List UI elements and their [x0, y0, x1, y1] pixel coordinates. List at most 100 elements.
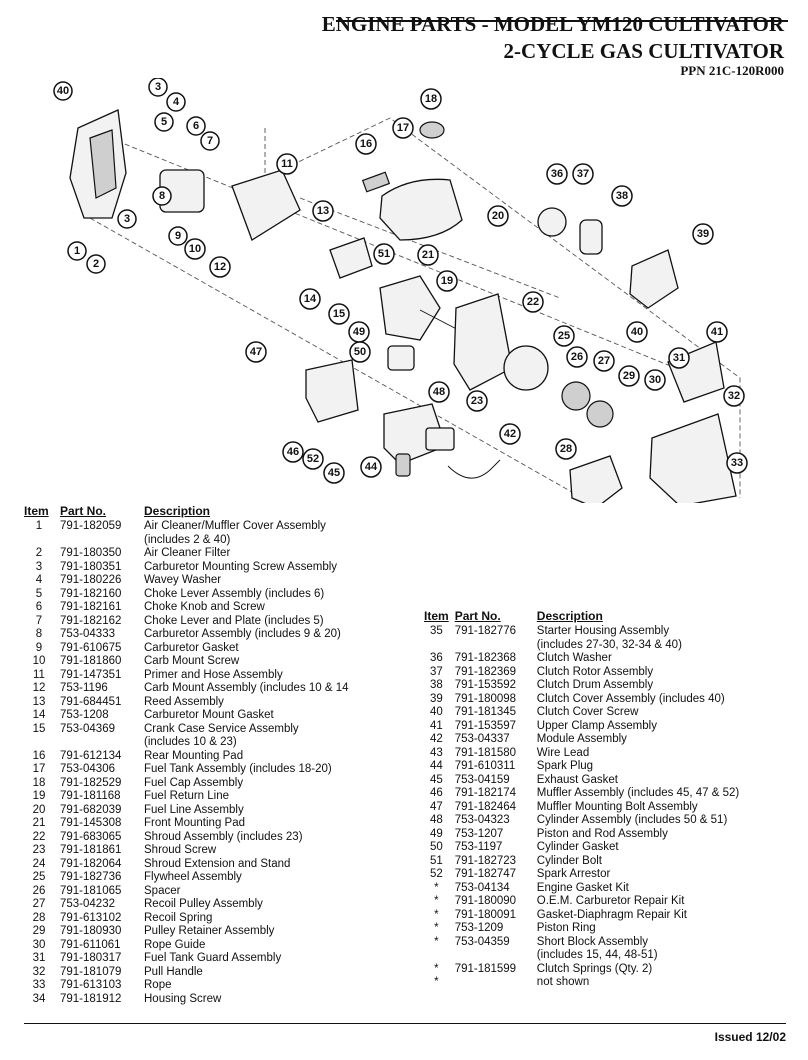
part-description-continued: (includes 15, 44, 48-51) [536, 949, 658, 961]
issued-date: Issued 12/02 [714, 1030, 786, 1044]
callout-group: 40 3 4 5 6 7 18 17 16 11 36 37 38 13 8 9… [53, 78, 748, 484]
svg-text:33: 33 [731, 457, 743, 469]
svg-text:31: 31 [673, 352, 685, 364]
part-description: Clutch Cover Screw [536, 706, 639, 718]
part-number: 753-04333 [60, 628, 115, 640]
table-row-continuation: (includes 15, 44, 48-51) [424, 949, 808, 963]
callout-52: 52 [302, 448, 324, 470]
part-number: 753-1207 [454, 827, 504, 840]
svg-text:39: 39 [697, 228, 709, 240]
svg-text:19: 19 [441, 275, 453, 287]
part-description: Muffler Mounting Bolt Assembly [536, 800, 698, 813]
callout-27: 27 [593, 350, 615, 372]
column-header-item: Item [424, 609, 449, 623]
item-number: * [434, 881, 439, 894]
svg-text:38: 38 [616, 190, 628, 202]
callout-38: 38 [611, 185, 633, 207]
part-description: Primer and Hose Assembly [144, 668, 283, 681]
part-description: Carburetor Gasket [144, 641, 239, 654]
svg-text:47: 47 [250, 346, 262, 358]
item-number: 1 [35, 520, 43, 532]
svg-text:3: 3 [155, 81, 161, 93]
footer-rule [24, 1023, 786, 1024]
part-description: Rope Guide [144, 938, 206, 951]
part-number: 791-610675 [60, 641, 122, 654]
callout-11: 11 [276, 153, 298, 175]
item-number: 25 [32, 871, 46, 883]
callout-29: 29 [618, 365, 640, 387]
table-row-continuation: (includes 27-30, 32-34 & 40) [424, 639, 808, 653]
svg-text:10: 10 [189, 243, 201, 255]
part-number: 791-182736 [60, 871, 122, 883]
part-number: 753-04159 [454, 773, 510, 786]
part-description: Exhaust Gasket [536, 773, 618, 786]
part-description: Spark Arrestor [536, 868, 611, 880]
part-description: Shroud Extension and Stand [144, 857, 291, 870]
part-description: Reed Assembly [144, 695, 224, 708]
part-description: Recoil Spring [144, 911, 213, 924]
table-row: *not shown [424, 976, 808, 990]
item-number: 32 [32, 965, 46, 978]
ppn-label: PPN 21C-120R000 [680, 63, 784, 78]
item-number: 17 [32, 763, 46, 775]
callout-46: 46 [282, 441, 304, 463]
assembly-line [89, 217, 593, 503]
part-description: Gasket-Diaphragm Repair Kit [536, 908, 687, 921]
item-number: 29 [32, 925, 46, 937]
piston [387, 345, 415, 371]
part-description: Choke Lever and Plate (includes 5) [144, 614, 324, 627]
svg-text:28: 28 [560, 443, 572, 455]
callout-6: 6 [186, 116, 206, 136]
part-description: Clutch Rotor Assembly [536, 665, 654, 678]
item-number: * [434, 922, 439, 934]
item-number: 7 [35, 614, 43, 627]
svg-text:32: 32 [728, 390, 740, 402]
callout-32: 32 [723, 385, 745, 407]
item-number: 16 [32, 749, 46, 762]
part-number: 791-181599 [454, 962, 517, 975]
part-number: 753-1197 [454, 841, 503, 853]
table-row-continuation: (includes 2 & 40) [24, 534, 424, 548]
column-header-item: Item [24, 504, 49, 518]
part-description: Carb Mount Assembly (includes 10 & 14 [144, 682, 349, 694]
part-number: 791-181168 [60, 790, 121, 802]
part-description: Wavey Washer [144, 574, 222, 586]
svg-text:21: 21 [422, 249, 434, 261]
item-number: 4 [35, 574, 43, 586]
page-subtitle: 2-CYCLE GAS CULTIVATOR [503, 39, 784, 63]
callout-51: 51 [373, 243, 395, 265]
item-number: 47 [429, 800, 443, 813]
part-number: 791-182369 [454, 665, 517, 678]
part-description: Upper Clamp Assembly [536, 719, 657, 732]
item-number: 26 [32, 884, 46, 897]
clutch-rotor [537, 207, 567, 237]
item-number: 22 [32, 830, 46, 843]
svg-text:20: 20 [492, 210, 504, 222]
callout-3b: 3 [117, 209, 137, 229]
part-number: 791-182059 [60, 520, 122, 532]
callout-33: 33 [726, 452, 748, 474]
callout-15: 15 [328, 303, 350, 325]
part-number: 791-182064 [60, 857, 122, 870]
callout-45: 45 [323, 462, 345, 484]
callout-9: 9 [168, 226, 188, 246]
column-header-part-no: Part No. [454, 609, 501, 623]
exploded-parts-diagram: 40 3 4 5 6 7 18 17 16 11 36 37 38 13 8 9… [53, 78, 748, 503]
part-description: Choke Lever Assembly (includes 6) [144, 587, 325, 600]
